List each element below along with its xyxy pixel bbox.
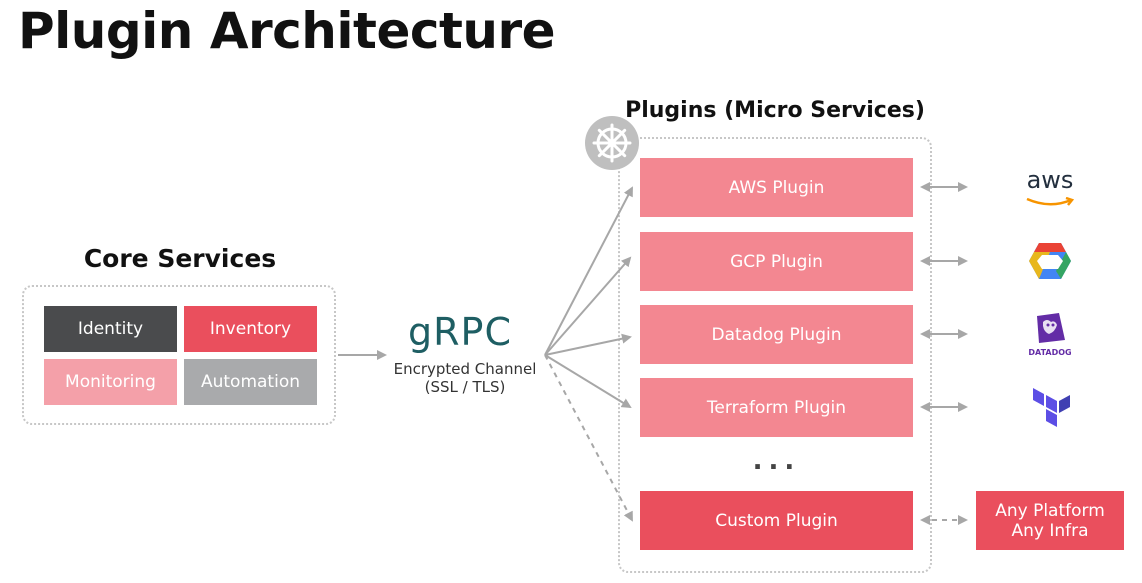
grpc-to-terraform-arrow	[544, 354, 632, 409]
datadog-logo-text: DATADOG	[1028, 348, 1072, 357]
datadog-logo: DATADOG	[1022, 312, 1078, 357]
identity-service: Identity	[44, 306, 177, 352]
any-platform-line2: Any Infra	[1011, 520, 1089, 541]
aws-smile-icon	[1026, 196, 1075, 206]
core-services-title: Core Services	[83, 244, 277, 273]
any-platform-box: Any Platform Any Infra	[976, 491, 1124, 550]
kubernetes-helm-icon	[585, 116, 639, 170]
terraform-icon	[1033, 388, 1070, 427]
terraform-plugin: Terraform Plugin	[640, 378, 913, 437]
more-plugins-ellipsis: ...	[752, 446, 801, 476]
grpc-subtitle-line1: Encrypted Channel	[393, 360, 537, 378]
plugins-title: Plugins (Micro Services)	[625, 98, 925, 123]
gcp-hexagon-icon	[1029, 243, 1071, 279]
any-platform-line1: Any Platform	[995, 500, 1105, 521]
grpc-subtitle: Encrypted Channel (SSL / TLS)	[390, 360, 540, 396]
custom-plugin: Custom Plugin	[640, 491, 913, 550]
grpc-to-datadog-arrow	[544, 333, 632, 356]
page-title: Plugin Architecture	[18, 2, 556, 60]
grpc-logo: gRPC	[408, 310, 512, 354]
monitoring-service: Monitoring	[44, 359, 177, 405]
aws-logo-text: aws	[1026, 166, 1074, 194]
grpc-to-custom-arrow	[544, 354, 633, 522]
grpc-to-gcp-arrow	[544, 256, 632, 356]
core-services-container	[22, 285, 336, 425]
plugins-container	[618, 137, 932, 573]
grpc-to-aws-arrow	[544, 186, 633, 356]
aws-logo: aws	[1010, 168, 1090, 211]
inventory-service: Inventory	[184, 306, 317, 352]
datadog-plugin: Datadog Plugin	[640, 305, 913, 364]
aws-plugin: AWS Plugin	[640, 158, 913, 217]
gcp-plugin: GCP Plugin	[640, 232, 913, 291]
grpc-subtitle-line2: (SSL / TLS)	[424, 378, 506, 396]
datadog-dog-icon	[1037, 313, 1065, 343]
automation-service: Automation	[184, 359, 317, 405]
